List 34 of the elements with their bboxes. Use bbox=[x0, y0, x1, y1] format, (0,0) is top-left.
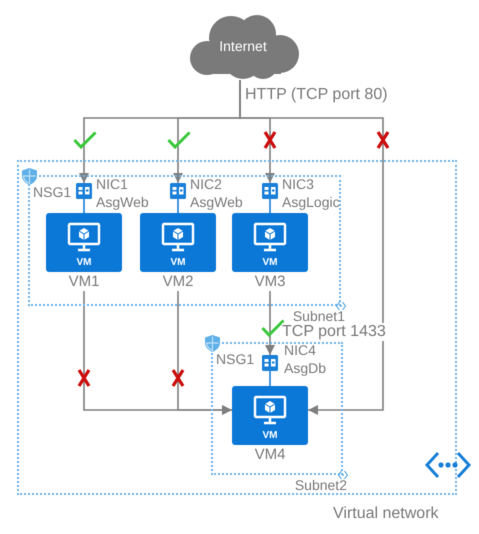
connector-line bbox=[269, 371, 271, 386]
nic-label: AsgWeb bbox=[96, 194, 149, 211]
subnet-label: Subnet1 bbox=[292, 308, 345, 324]
nic-label: NIC2 bbox=[190, 176, 222, 193]
nic-label: AsgLogic bbox=[282, 194, 340, 211]
edge-label: HTTP (TCP port 80) bbox=[245, 86, 388, 104]
vm-name: VM4 bbox=[254, 446, 286, 464]
network-interface-icon bbox=[262, 183, 278, 199]
nsg-label: NSG1 bbox=[216, 350, 254, 369]
tile-label: VM bbox=[76, 257, 92, 269]
nic-label: NIC4 bbox=[284, 342, 316, 359]
connector-line bbox=[269, 199, 271, 213]
tile-label: VM bbox=[262, 257, 278, 269]
vm-name: VM3 bbox=[254, 273, 286, 291]
vm-name: VM2 bbox=[162, 273, 194, 291]
connector-line bbox=[177, 199, 179, 213]
nic-label: AsgWeb bbox=[190, 194, 243, 211]
vm-name: VM1 bbox=[68, 273, 100, 291]
network-interface-icon bbox=[170, 183, 186, 199]
nic-label: AsgDb bbox=[284, 360, 326, 377]
arrow bbox=[265, 291, 275, 355]
subnet-label: Subnet2 bbox=[294, 477, 347, 493]
nic-label: NIC3 bbox=[282, 176, 314, 193]
network-interface-icon bbox=[262, 355, 278, 371]
nic-label: NIC1 bbox=[96, 176, 128, 193]
connector-line bbox=[83, 199, 85, 213]
edge-label: TCP port 1433 bbox=[282, 323, 386, 341]
tile-label: VM bbox=[170, 257, 186, 269]
nsg-label: NSG1 bbox=[33, 183, 72, 202]
cloud-label: Internet bbox=[219, 36, 267, 56]
arrow bbox=[177, 291, 232, 415]
tile-label: VM bbox=[262, 430, 278, 442]
network-interface-icon bbox=[76, 183, 92, 199]
virtual-network-label: Virtual network bbox=[333, 504, 439, 524]
